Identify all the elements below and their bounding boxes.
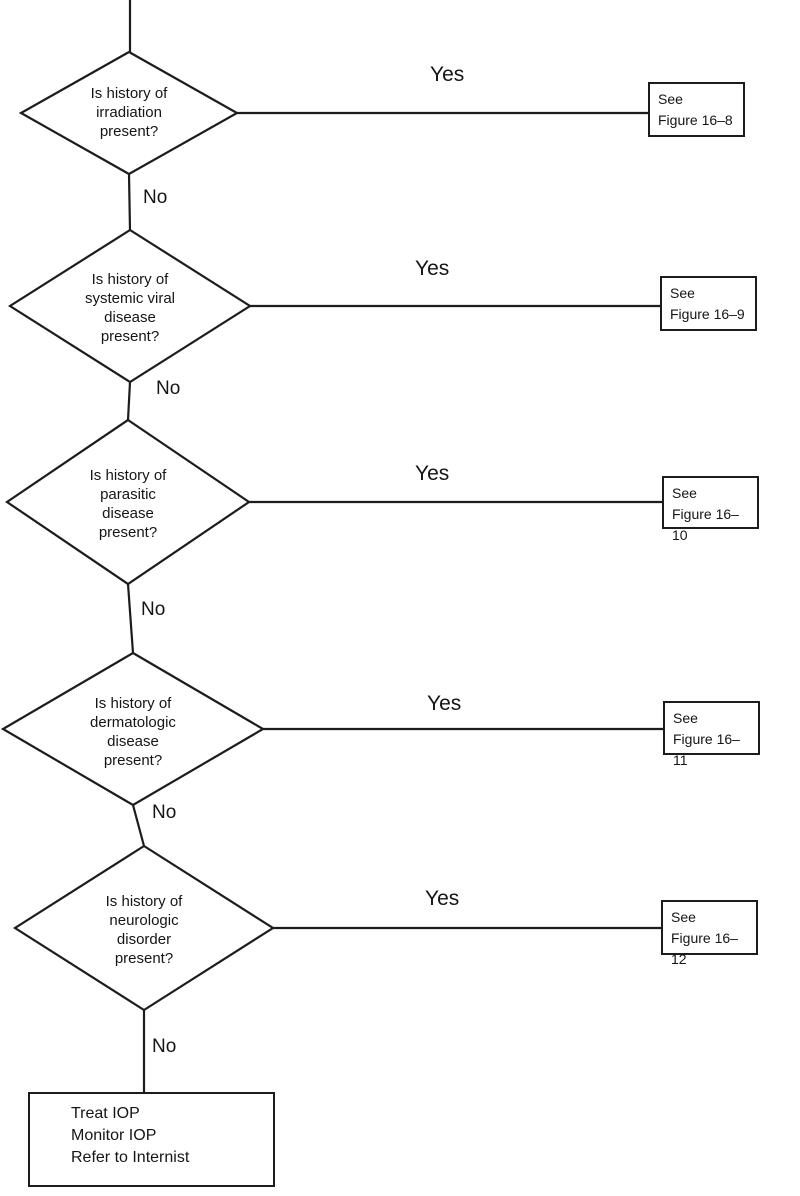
- reference-box-1: See Figure 16–8: [648, 82, 745, 137]
- no-label-3: No: [141, 599, 166, 620]
- reference-box-4: See Figure 16–11: [663, 701, 760, 768]
- reference-box-5: See Figure 16–12: [661, 900, 758, 967]
- no-connector-4: [131, 804, 146, 847]
- decision-question-2: Is history of systemic viral disease pre…: [84, 271, 175, 345]
- yes-label-2: Yes: [415, 257, 450, 280]
- yes-label-1: Yes: [430, 63, 465, 86]
- reference-box-3: See Figure 16–10: [662, 476, 759, 543]
- no-connector-3: [126, 583, 135, 654]
- decision-question-3: Is history of parasitic disease present?: [89, 467, 167, 541]
- no-connector-1: [127, 173, 132, 231]
- yes-label-5: Yes: [425, 887, 460, 910]
- no-label-1: No: [143, 187, 168, 208]
- terminal-box: Treat IOP Monitor IOP Refer to Internist: [28, 1092, 275, 1187]
- yes-label-4: Yes: [427, 692, 462, 715]
- decision-question-5: Is history of neurologic disorder presen…: [105, 893, 183, 967]
- no-label-4: No: [152, 802, 177, 823]
- no-label-5: No: [152, 1036, 177, 1057]
- yes-label-3: Yes: [415, 462, 450, 485]
- decision-question-1: Is history of irradiation present?: [90, 85, 168, 140]
- decision-question-4: Is history of dermatologic disease prese…: [90, 695, 176, 769]
- no-connector-2: [126, 381, 132, 421]
- reference-box-2: See Figure 16–9: [660, 276, 757, 331]
- no-label-2: No: [156, 378, 181, 399]
